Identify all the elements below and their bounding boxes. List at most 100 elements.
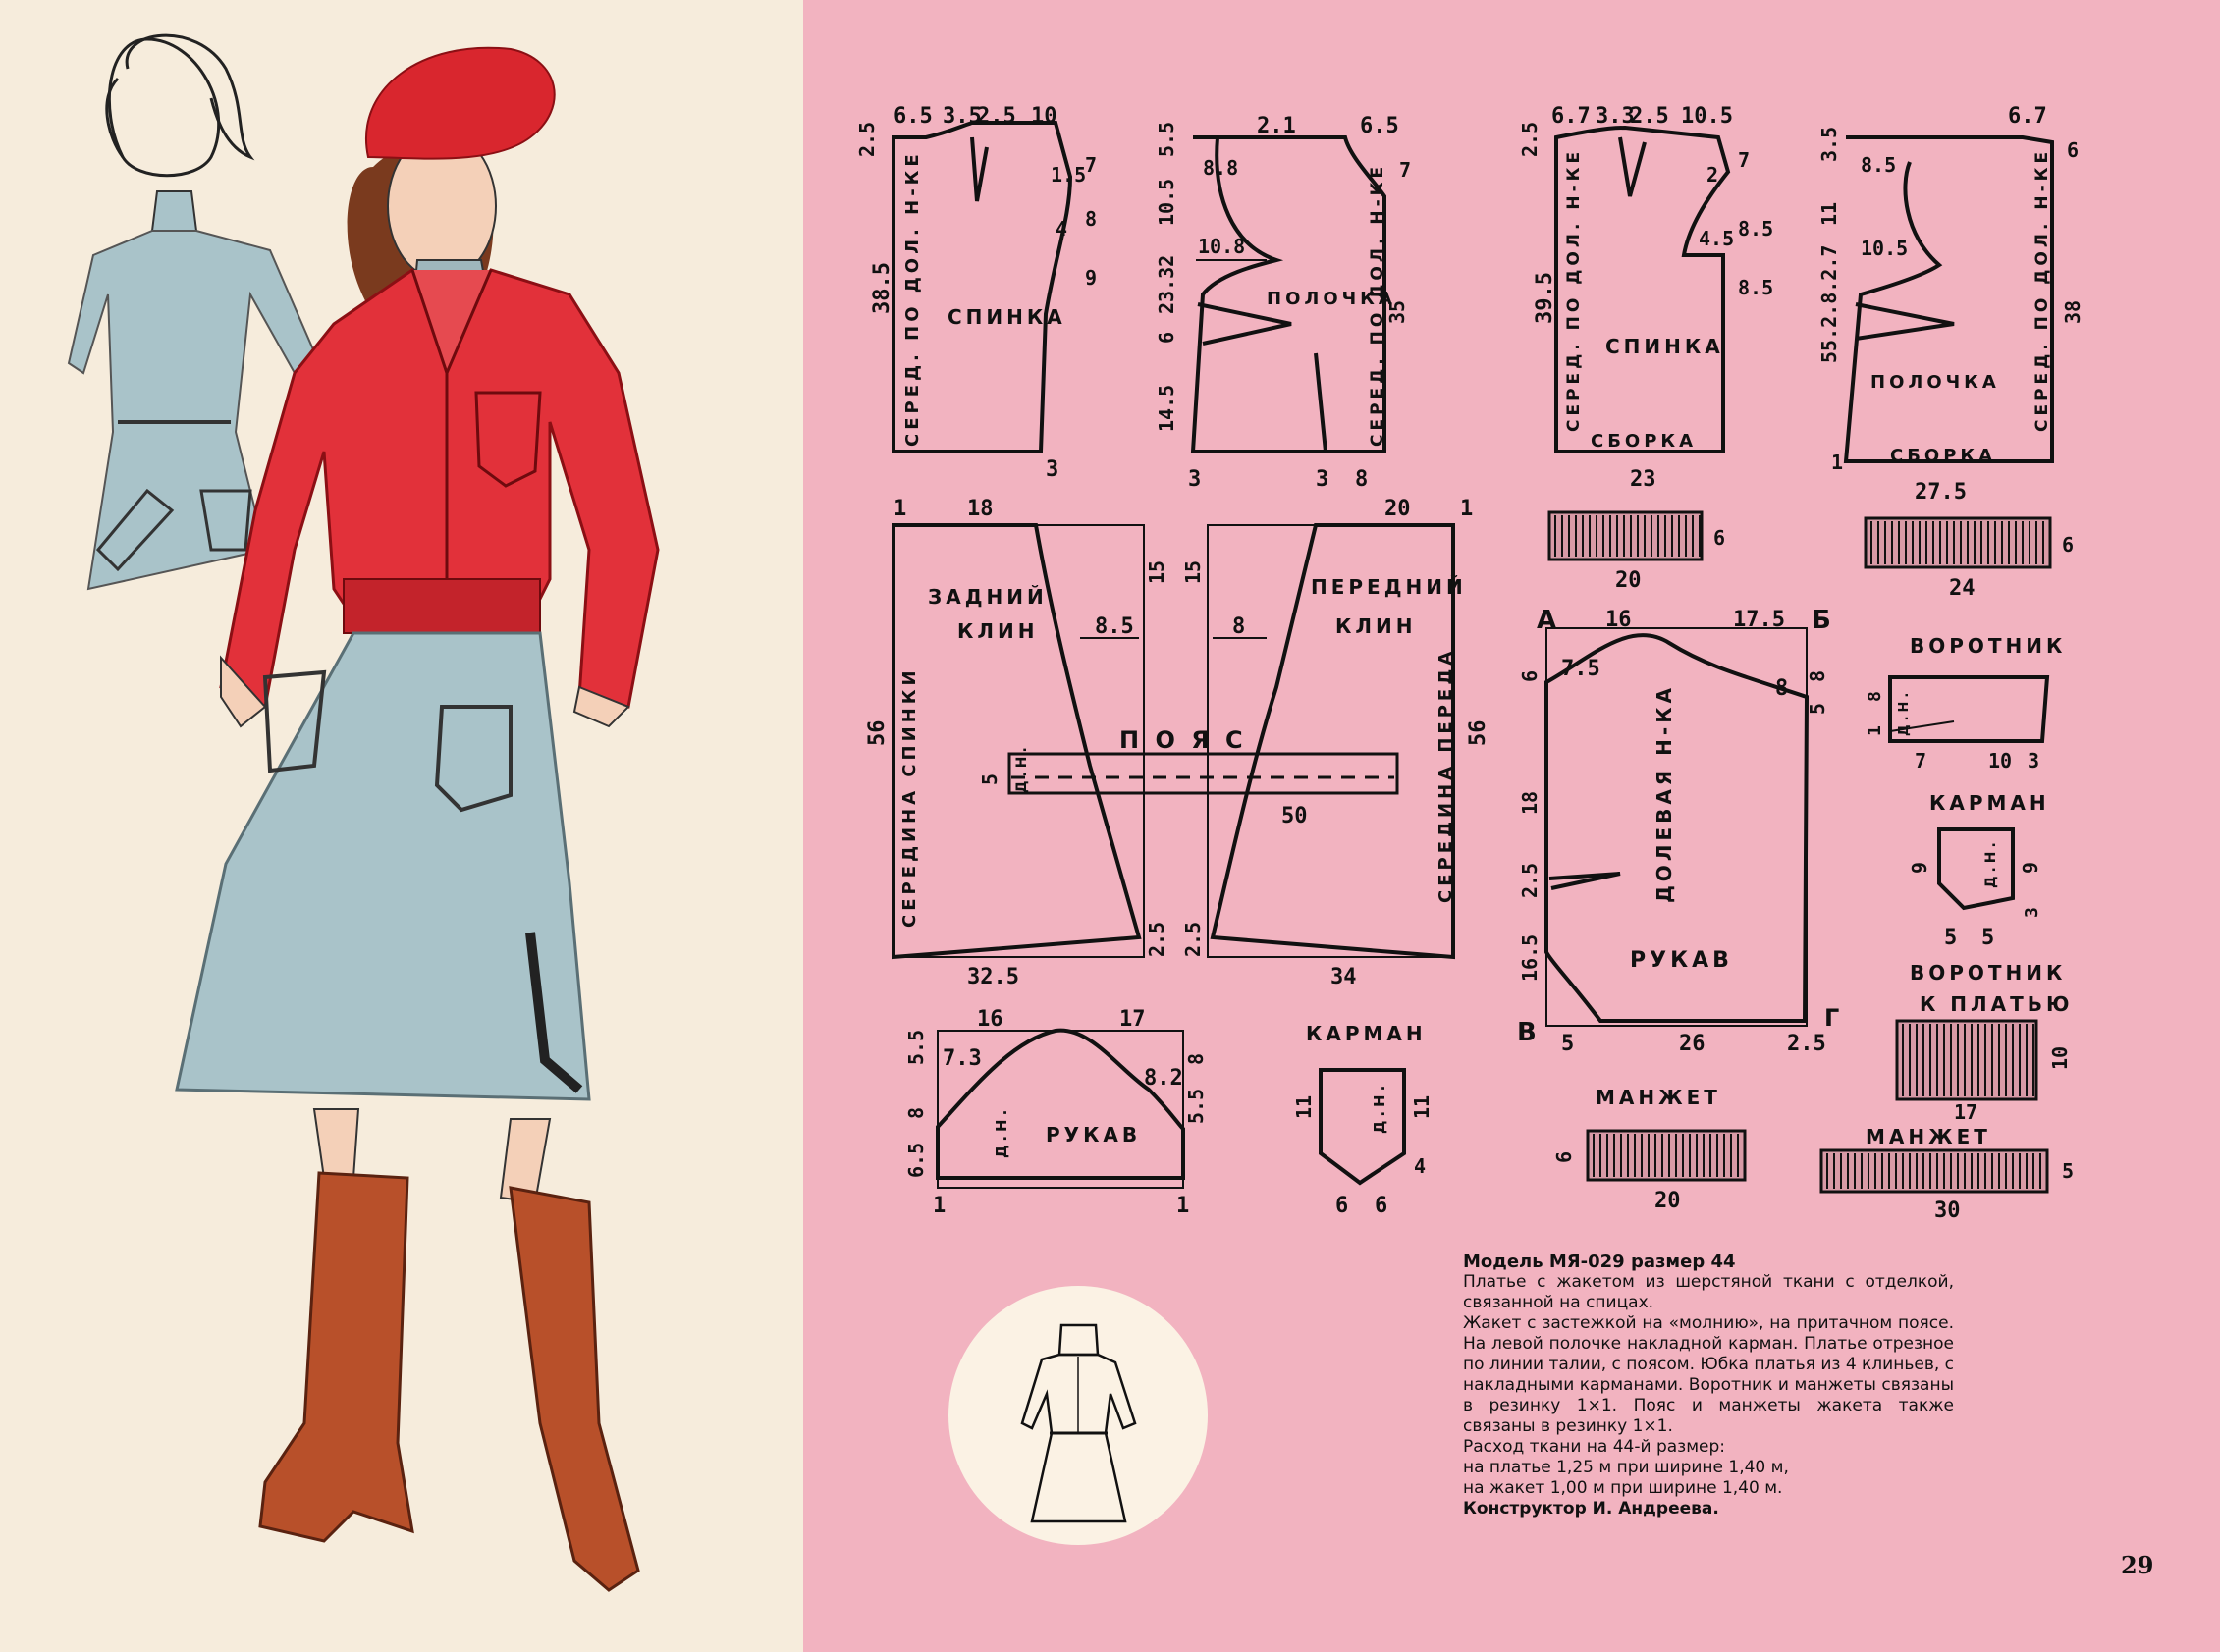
dim-bd-right-2: 7 [1085, 153, 1097, 177]
rib-cuff-jacket [1819, 1148, 2049, 1194]
dim-cj-2: 1 [1865, 725, 1885, 736]
dim-pd-1: 11 [1292, 1095, 1316, 1119]
label-front-panel-1: ПЕРЕДНИЙ [1311, 575, 1467, 599]
dim-fd-top-2: 6.5 [1360, 114, 1399, 138]
pattern-belt: П О Я С 5 Д.Н. 50 [978, 726, 1399, 828]
pattern-jacket-front: 6.7 3.5 11 55.2.8.2.7 8.5 10.5 ПОЛОЧКА С… [1817, 104, 2085, 601]
label-front-jacket: ПОЛОЧКА [1870, 372, 2000, 393]
dim-bj-right-4: 8.5 [1738, 217, 1773, 240]
dim-pd-3: 4 [1414, 1154, 1426, 1178]
dim-belt-h: 5 [978, 773, 1002, 785]
dim-bj-right-5: 8.5 [1738, 276, 1773, 299]
dim-bd-left-1: 2.5 [855, 122, 879, 157]
dim-pd-4: 6 [1335, 1194, 1348, 1218]
dim-sj-left-1: 7.5 [1561, 657, 1600, 681]
dim-sd-right-1: 8.2 [1144, 1066, 1183, 1091]
dim-pd-5: 6 [1375, 1194, 1387, 1218]
dim-fj-right-1: 6 [2067, 138, 2079, 162]
dim-skf-side-1: 15 [1181, 560, 1205, 584]
dim-bd-top-1: 6.5 [893, 104, 933, 129]
belt-dn: Д.Н. [1014, 743, 1030, 793]
dim-fd-left-5: 14.5 [1155, 385, 1178, 432]
dim-skf-bottom-1: 34 [1330, 965, 1357, 989]
dim-pj-2: 9 [2019, 862, 2042, 874]
dim-fd-left-1: 5.5 [1155, 122, 1178, 157]
dim-bj-top-2: 3.3 [1596, 104, 1635, 129]
dim-bj-left-2: 39.5 [1533, 272, 1557, 324]
dim-sd-right-3: 5.5 [1184, 1089, 1208, 1124]
dim-fd-right-1: 7 [1399, 158, 1411, 182]
pattern-jacket-sleeve: А 16 17.5 Б 7.5 6 18 2.5 16.5 8 5 8 ДОЛЕ… [1517, 606, 1843, 1056]
grain-line-bd: СЕРЕД. ПО ДОЛ. Н-КЕ [902, 150, 923, 447]
dim-bj-right-3: 4.5 [1699, 227, 1734, 250]
model-description: Модель МЯ-029 размер 44 Платье с жакетом… [1463, 1252, 1954, 1519]
dim-fj-inner-1: 8.5 [1861, 153, 1896, 177]
dim-cj-3: 7 [1915, 749, 1926, 773]
dim-skf-side-2: 8 [1232, 614, 1245, 639]
dim-fd-inner-2: 10.8 [1198, 235, 1245, 258]
label-front-dress: ПОЛОЧКА [1267, 289, 1396, 309]
description-line-2: Жакет с застежкой на «молнию», на притач… [1463, 1313, 1954, 1436]
dim-fd-inner-1: 8.8 [1203, 156, 1238, 180]
dim-bj-left-1: 2.5 [1518, 122, 1542, 157]
dim-rib1-w: 20 [1615, 568, 1642, 593]
dim-skb-top-2: 18 [967, 497, 994, 521]
rib-jacket-front [1864, 516, 2052, 569]
pattern-skirt-front: 20 1 15 8 56 СЕРЕДИНА ПЕРЕДА ПЕРЕДНИЙ КЛ… [1181, 497, 1490, 989]
label-pocket-jacket: КАРМАН [1929, 791, 2050, 815]
dim-sj-left-4: 2.5 [1518, 863, 1542, 898]
pattern-dress-front: 2.1 6.5 5.5 10.5 23.32 6 14.5 8.8 10.8 П… [1155, 114, 1411, 492]
dim-sd-left-1: 5.5 [904, 1030, 928, 1065]
label-front-panel-2: КЛИН [1335, 614, 1416, 638]
dim-bd-top-4: 10 [1031, 104, 1057, 129]
left-page [0, 0, 803, 1652]
dim-bj-right-2: 7 [1738, 148, 1750, 172]
dim-bd-right-3: 4 [1056, 217, 1067, 240]
label-collar-dress-2: К ПЛАТЬЮ [1920, 992, 2074, 1016]
rib-cuff-dress [1586, 1129, 1747, 1182]
dim-fj-left-2: 11 [1817, 202, 1841, 226]
dim-cuffj-h: 5 [2062, 1159, 2074, 1183]
dim-sj-bottom-2: 26 [1679, 1032, 1706, 1056]
dim-sj-right-1: 8 [1775, 676, 1788, 701]
dim-skf-top-2: 1 [1460, 497, 1473, 521]
dim-sj-right-3: 8 [1806, 670, 1829, 682]
corner-g: Г [1824, 1004, 1843, 1032]
label-sleeve-dress: РУКАВ [1046, 1123, 1141, 1146]
dim-bj-bottom: 23 [1630, 467, 1656, 492]
pattern-dress-back: 6.5 3.5 2.5 10 2.5 38.5 СЕРЕД. ПО ДОЛ. Н… [855, 104, 1097, 482]
dim-fj-one: 1 [1831, 451, 1843, 474]
label-gather-1: СБОРКА [1591, 431, 1697, 452]
pattern-jacket-back: 6.7 3.3 2.5 10.5 2.5 39.5 СЕРЕД. ПО ДОЛ.… [1518, 104, 1773, 593]
dim-bj-right-1: 2 [1706, 163, 1718, 187]
pattern-cuff-dress: МАНЖЕТ 20 6 [1552, 1086, 1747, 1213]
dim-fd-bottom-1: 3 [1188, 467, 1201, 492]
dim-skb-bottom-1: 32.5 [967, 965, 1019, 989]
dim-skb-side-2: 8.5 [1095, 614, 1134, 639]
dress-figure [67, 33, 321, 591]
dim-sj-bottom-1: 5 [1561, 1032, 1574, 1056]
dim-sj-top-2: 17.5 [1733, 608, 1785, 632]
dim-pj-3: 3 [2022, 907, 2042, 918]
author: Конструктор И. Андреева. [1463, 1499, 1719, 1519]
model-title: Модель МЯ-029 размер 44 [1463, 1252, 1736, 1272]
dim-rib2-w: 24 [1949, 576, 1976, 601]
pattern-dress-pocket: КАРМАН Д.Н. 11 11 4 6 6 [1292, 1022, 1434, 1218]
label-back-panel-1: ЗАДНИЙ [928, 585, 1048, 609]
dim-skf-bottom-2: 2.5 [1181, 922, 1205, 957]
collar-dn: Д.Н. [1897, 689, 1912, 736]
dim-sj-left-5: 16.5 [1518, 934, 1542, 982]
label-collar-dress-1: ВОРОТНИК [1910, 961, 2066, 985]
dim-pj-5: 5 [1981, 926, 1994, 950]
dim-bj-top-4: 10.5 [1681, 104, 1733, 129]
label-cuff-dress: МАНЖЕТ [1596, 1086, 1721, 1109]
label-back-panel-2: КЛИН [957, 619, 1038, 643]
dim-cuffd-h: 6 [1552, 1151, 1576, 1163]
pattern-jacket-collar: ВОРОТНИК 8 1 Д.Н. 7 10 3 [1865, 634, 2062, 773]
label-pocket-dress: КАРМАН [1306, 1022, 1427, 1045]
fashion-illustration [67, 33, 660, 1592]
grain-line-fd: СЕРЕД. ПО ДОЛ. Н-КЕ [1368, 163, 1387, 447]
dim-fj-left-1: 3.5 [1817, 127, 1841, 162]
dim-cj-5: 3 [2028, 749, 2039, 773]
